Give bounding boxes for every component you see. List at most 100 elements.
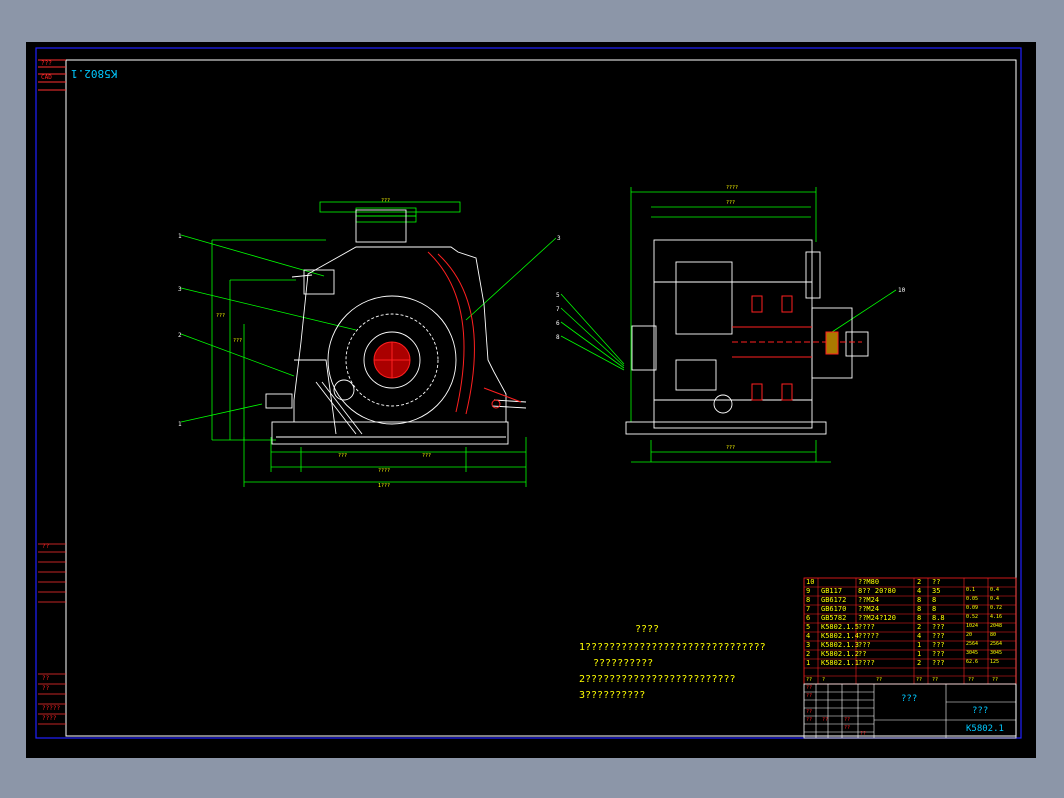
bom-cell-material: ??? (932, 641, 945, 649)
bom-cell-w1: 0.09 (966, 605, 979, 611)
bom-cell-no: 4 (806, 632, 811, 640)
bom-cell-material: 8 (932, 605, 937, 613)
bom-cell-no: 9 (806, 587, 811, 595)
bom-cell-code: K5802.1.4 (821, 632, 859, 640)
bom-cell-w1: 0.1 (966, 587, 976, 593)
bom-cell-qty: 8 (917, 605, 922, 613)
dim-side-top-2: ??? (726, 200, 735, 206)
bom-cell-qty: 4 (917, 632, 922, 640)
bom-cell-w2: 2564 (990, 641, 1003, 647)
bom-cell-code: K5802.1.3 (821, 641, 859, 649)
bom-cell-name: ?? (858, 650, 867, 658)
bom-cell-name: ???? (858, 623, 875, 631)
bom-cell-material: 8.8 (932, 614, 945, 622)
dim-front-bottom-3: ???? (378, 468, 390, 474)
bom-cell-material: ??? (932, 632, 945, 640)
bom-cell-code: K5802.1.2 (821, 650, 859, 658)
bom-cell-name: ??? (858, 641, 871, 649)
bom-cell-qty: 2 (917, 578, 922, 586)
bom-cell-no: 10 (806, 578, 815, 586)
bom-cell-w2: 80 (990, 632, 997, 638)
bom-cell-code: GB5782 (821, 614, 847, 622)
callout-front-4: 1 (178, 421, 182, 428)
bom-cell-w1: 62.6 (966, 659, 979, 665)
bom-table (803, 577, 1017, 739)
bom-header-material: ?? (932, 677, 939, 683)
dim-front-bottom-1: ??? (338, 453, 347, 459)
bom-cell-no: 6 (806, 614, 811, 622)
note-line-4: 3?????????? (579, 690, 646, 701)
bom-header-name: ?? (876, 677, 883, 683)
bom-cell-w2: 125 (990, 659, 1000, 665)
strip-label-1: ?? (42, 543, 50, 550)
dim-front-bottom-4: 1??? (378, 483, 390, 489)
bom-header-w1: ?? (968, 677, 975, 683)
tb-small-5: ?? (822, 717, 829, 723)
drawing-sheet: ??? ??? ??? ??? ??? ???? 1??? 1 3 2 1 3 (26, 42, 1036, 758)
title-block-drawing-title: ??? (972, 706, 989, 716)
title-block-drawing-number: K5802.1 (966, 724, 1004, 734)
bom-cell-code: GB6172 (821, 596, 847, 604)
bom-cell-qty: 8 (917, 596, 922, 604)
bom-cell-name: ??M24 (858, 605, 880, 613)
strip-label-5: ???? (42, 715, 57, 722)
bom-cell-code: K5802.1.5 (821, 623, 859, 631)
bom-cell-no: 3 (806, 641, 811, 649)
bom-header-no: ?? (806, 677, 813, 683)
bom-cell-name: ??M24?120 (858, 614, 896, 622)
strip-label-4: ????? (42, 705, 61, 712)
dim-front-top: ??? (381, 198, 390, 204)
note-line-3: 2????????????????????????? (579, 674, 736, 685)
bom-cell-code: GB117 (821, 587, 843, 595)
bom-cell-code: K5802.1.1 (821, 659, 859, 667)
bom-cell-qty: 8 (917, 614, 922, 622)
corner-stamp-top: ??? (41, 60, 52, 67)
bom-header-w2: ?? (992, 677, 999, 683)
bom-cell-w1: 2564 (966, 641, 979, 647)
callout-side-4: 8 (556, 334, 560, 341)
side-view: ???? ??? ??? 5 7 6 8 10 (556, 185, 906, 463)
bom-cell-qty: 2 (917, 623, 922, 631)
bom-cell-no: 8 (806, 596, 811, 604)
bom-cell-qty: 1 (917, 641, 922, 649)
notes-title: ???? (635, 624, 660, 635)
bom-cell-w1: 0.05 (966, 596, 979, 602)
bom-cell-no: 5 (806, 623, 811, 631)
bom-cell-material: ??? (932, 650, 945, 658)
strip-label-2: ?? (42, 675, 50, 682)
bom-header-qty: ?? (916, 677, 923, 683)
callout-side-5: 10 (898, 287, 906, 294)
bom-cell-code: GB6170 (821, 605, 847, 613)
bom-cell-name: ??M24 (858, 596, 880, 604)
bom-cell-material: 8 (932, 596, 937, 604)
note-line-1: 1?????????????????????????????? (579, 642, 766, 653)
bom-cell-no: 1 (806, 659, 811, 667)
corner-stamp-bottom: CAD (41, 74, 52, 81)
inner-frame (65, 59, 1017, 737)
bom-header-code: ? (822, 677, 826, 683)
dim-side-bottom: ??? (726, 445, 735, 451)
bom-cell-w1: 0.52 (966, 614, 979, 620)
tb-small-1: ?? (806, 685, 813, 691)
bom-cell-material: 35 (932, 587, 941, 595)
dim-side-top-1: ???? (726, 185, 738, 191)
tb-small-2: ?? (806, 693, 813, 699)
bom-cell-qty: 2 (917, 659, 922, 667)
bom-cell-name: ???? (858, 659, 875, 667)
bom-cell-name: ????? (858, 632, 880, 640)
bom-cell-w2: 4.16 (990, 614, 1003, 620)
strip-label-3: ?? (42, 685, 50, 692)
title-block-name: ??? (901, 694, 918, 704)
tb-small-3: ?? (806, 709, 813, 715)
bom-cell-no: 7 (806, 605, 811, 613)
mirrored-drawing-number: K5802.1 (71, 67, 118, 80)
bom-cell-material: ??? (932, 623, 945, 631)
callout-side-1: 5 (556, 292, 560, 299)
dim-front-bottom-2: ??? (422, 453, 431, 459)
bom-cell-material: ?? (932, 578, 941, 586)
tb-small-8: ?? (860, 731, 867, 737)
bom-cell-qty: 1 (917, 650, 922, 658)
tb-small-4: ?? (806, 717, 813, 723)
callout-front-1: 1 (178, 233, 182, 240)
bom-cell-w1: 3045 (966, 650, 979, 656)
